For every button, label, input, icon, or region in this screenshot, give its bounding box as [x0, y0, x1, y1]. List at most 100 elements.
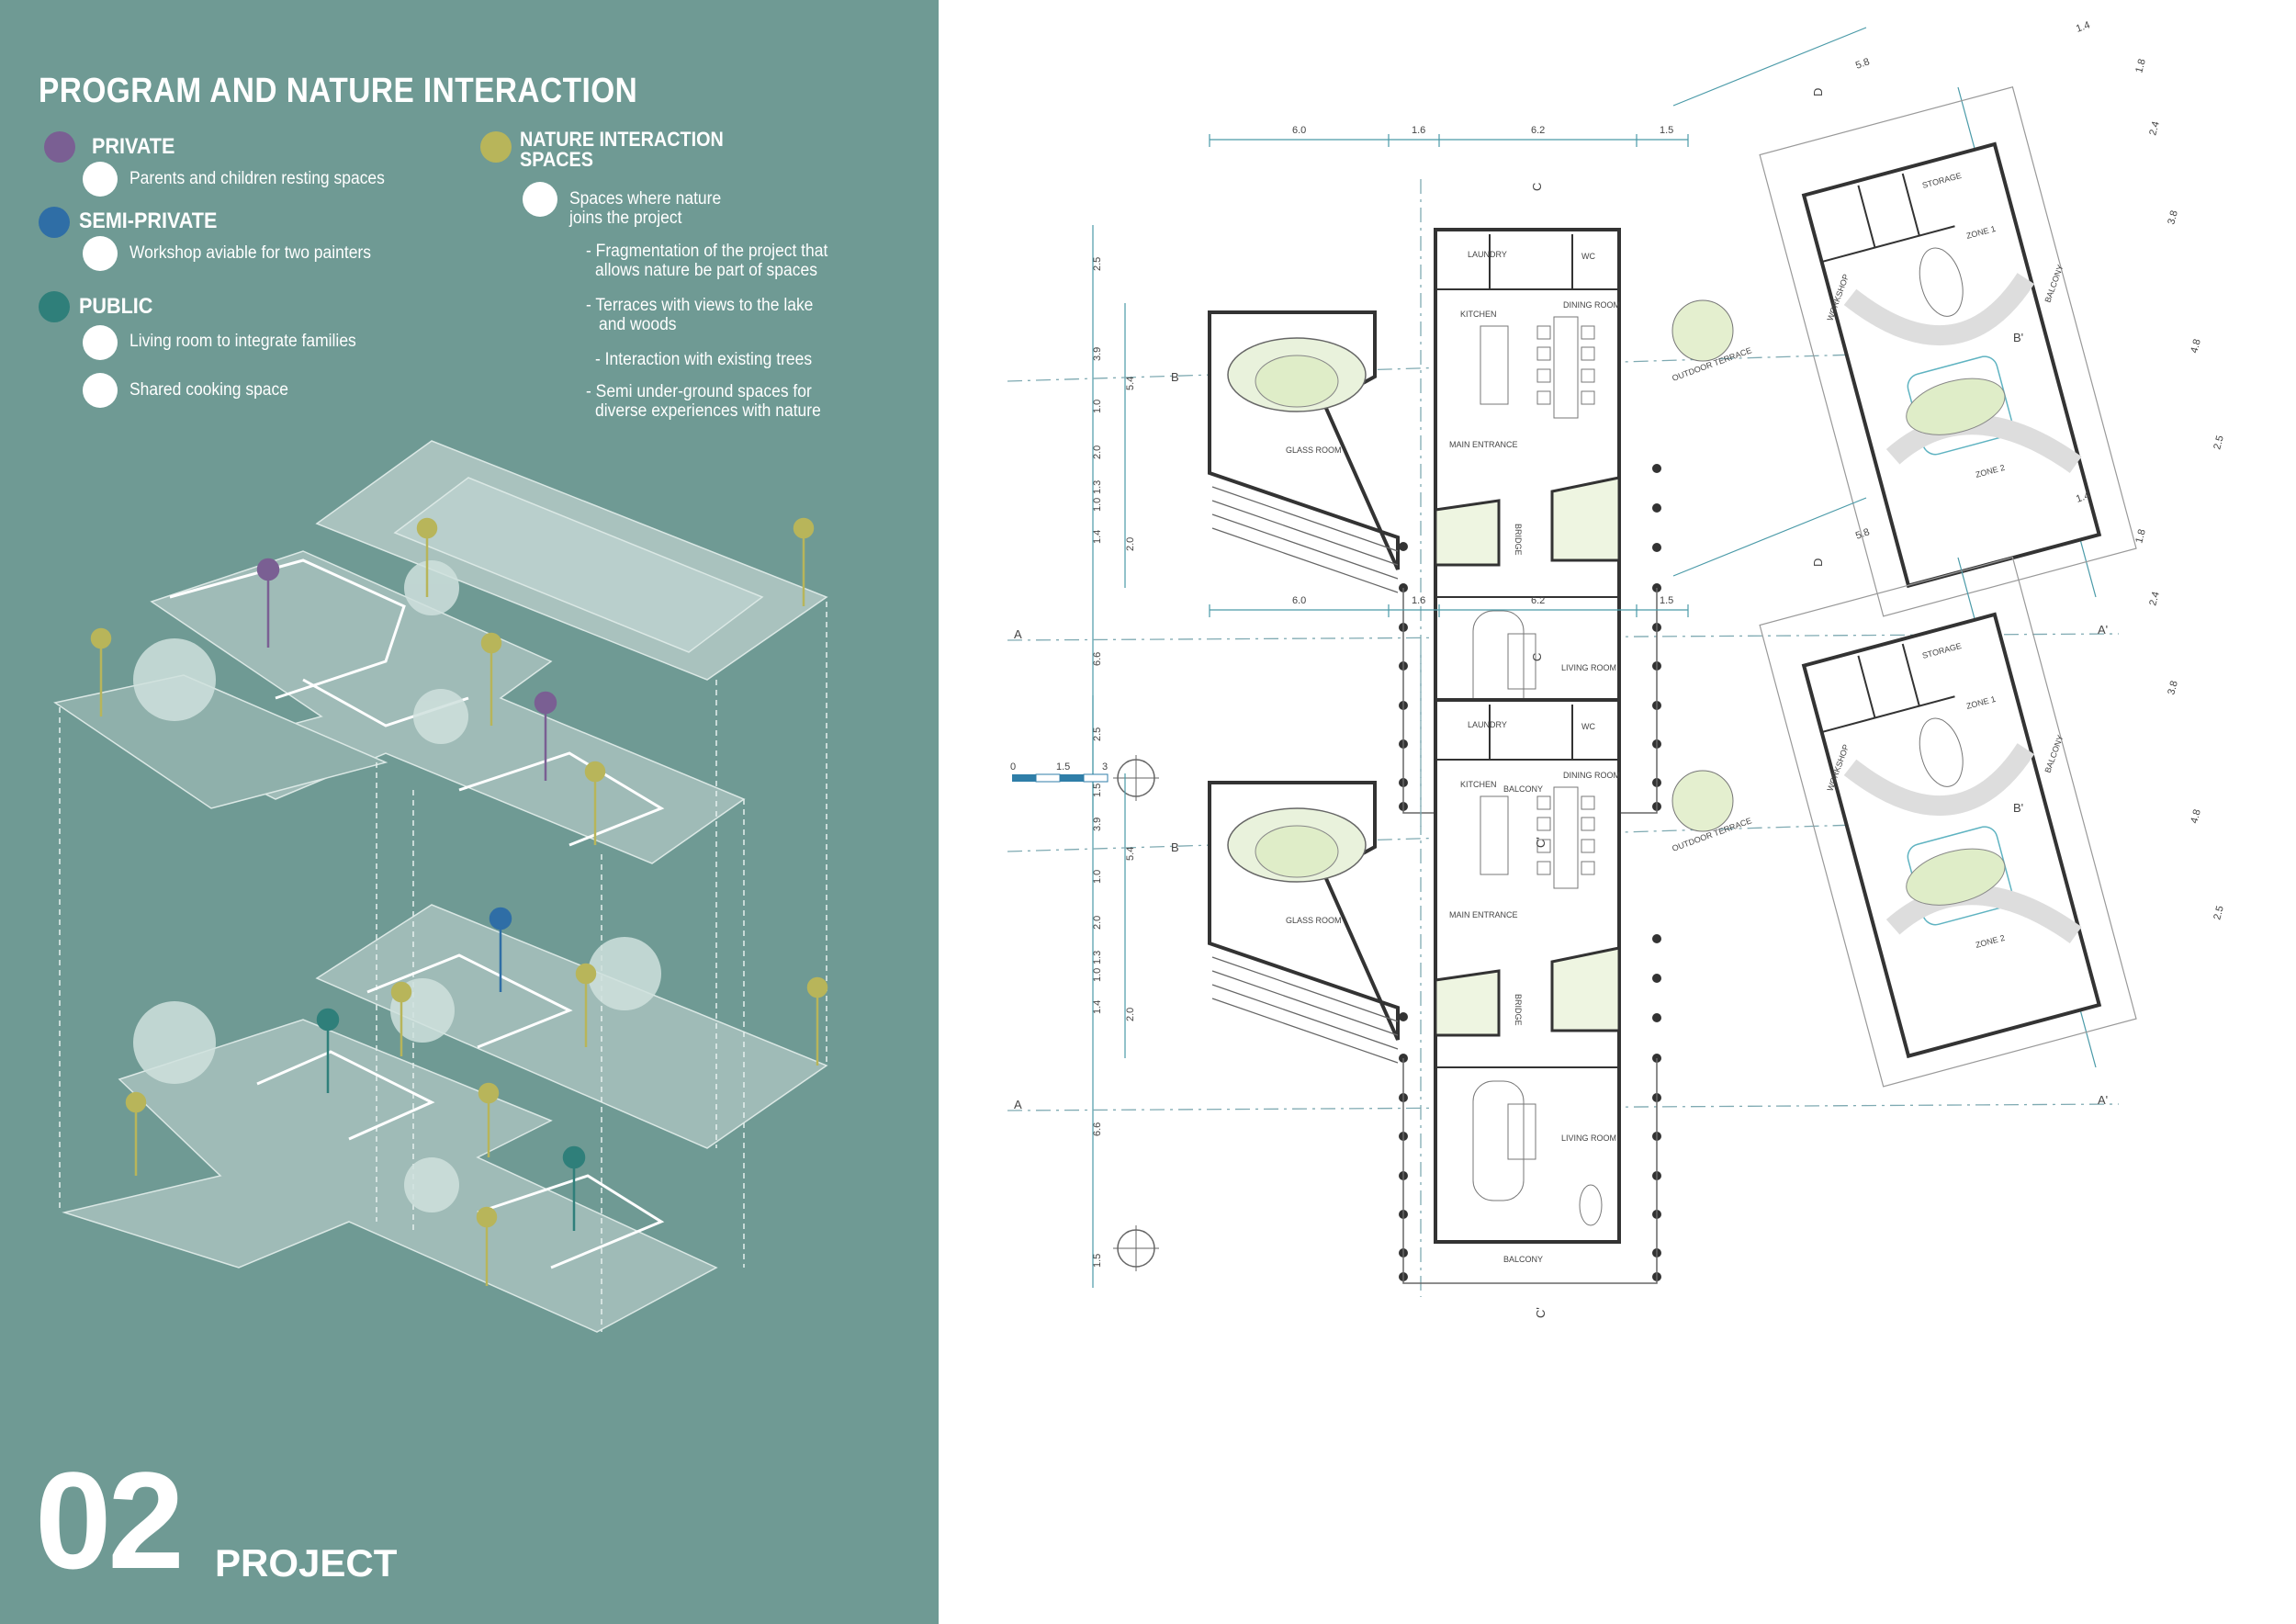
section-mark: C' — [1534, 1307, 1548, 1318]
room-label: GLASS ROOM — [1286, 916, 1342, 925]
private-label: PRIVATE — [92, 134, 175, 159]
room-label: MAIN ENTRANCE — [1449, 440, 1518, 449]
dimension-label: 2.5 — [1092, 257, 1103, 271]
palette-icon — [83, 236, 118, 271]
dimension-label: 6.0 — [1292, 125, 1306, 136]
semi-private-label: SEMI-PRIVATE — [79, 209, 218, 233]
room-label: BALCONY — [2043, 734, 2065, 774]
dimension-label: 1.5 — [1092, 1254, 1103, 1268]
room-label: LIVING ROOM — [1561, 1133, 1616, 1143]
nature-pin — [584, 761, 606, 783]
dimension-label: 6.2 — [1531, 595, 1545, 606]
room-label: BALCONY — [2043, 264, 2065, 304]
room-label: MAIN ENTRANCE — [1449, 910, 1518, 919]
leaf-icon — [523, 182, 557, 217]
dimension-label: 2.0 — [1125, 537, 1136, 551]
section-mark: B — [1171, 840, 1179, 854]
nature-desc: Spaces where nature — [569, 189, 722, 209]
room-label: BRIDGE — [1514, 994, 1523, 1026]
nature-pin — [476, 1206, 498, 1228]
dimension-label: 2.5 — [1092, 727, 1103, 741]
nature-pin — [478, 1082, 500, 1104]
section-mark: B' — [2013, 331, 2023, 344]
room-label: BALCONY — [1503, 1255, 1543, 1264]
dimension-label: 1.0 — [1092, 400, 1103, 413]
dimension-label: 1.5 — [1092, 784, 1103, 797]
stove-icon — [83, 373, 118, 408]
public-label: PUBLIC — [79, 294, 153, 319]
section-mark: A' — [2098, 623, 2108, 637]
public-item: Living room to integrate families — [129, 332, 356, 351]
sofa-icon — [83, 325, 118, 360]
section-mark: C' — [1534, 837, 1548, 848]
dimension-label: 2.0 — [1092, 916, 1103, 930]
room-label: WC — [1581, 722, 1595, 731]
room-label: KITCHEN — [1460, 780, 1497, 789]
nature-pin — [806, 976, 828, 998]
section-mark: B' — [2013, 801, 2023, 815]
dimension-label: 1.0 — [1092, 870, 1103, 884]
dimension-label: 4.8 — [2189, 808, 2203, 825]
dimension-label: 1.4 — [1092, 530, 1103, 544]
room-label: WC — [1581, 252, 1595, 261]
room-label: GLASS ROOM — [1286, 445, 1342, 455]
section-mark: A — [1014, 627, 1022, 641]
dimension-label: 4.8 — [2189, 338, 2203, 355]
dimension-label: 1.4 — [1092, 1000, 1103, 1014]
dimension-label: 1.5 — [1660, 125, 1673, 136]
svg-text:3: 3 — [1102, 761, 1108, 773]
nature-bullet: and woods — [599, 315, 677, 334]
nature-bullet: - Interaction with existing trees — [595, 350, 813, 369]
tree — [588, 937, 661, 1010]
section-mark: C — [1530, 183, 1544, 191]
dimension-label: 6.6 — [1092, 652, 1103, 666]
svg-text:0: 0 — [1010, 761, 1016, 773]
scale-bar: 0 1.5 3 — [1010, 761, 1109, 783]
tree — [133, 1001, 216, 1084]
nature-color-dot — [480, 131, 512, 163]
dimension-label: 2.4 — [2147, 591, 2162, 607]
dimension-label: 5.4 — [1125, 847, 1136, 861]
private-color-dot — [44, 131, 75, 163]
room-label: DINING ROOM — [1563, 771, 1620, 780]
room-label: DINING ROOM — [1563, 300, 1620, 310]
dimension-label: 1.0 — [1092, 968, 1103, 982]
nature-pin — [125, 1091, 147, 1113]
project-label: PROJECT — [215, 1541, 398, 1585]
nature-label: SPACES — [520, 148, 593, 171]
dimension-label: 5.8 — [1854, 526, 1871, 542]
semi-private-color-dot — [39, 207, 70, 238]
private-item: Parents and children resting spaces — [129, 169, 385, 188]
dimension-label: 1.8 — [2133, 58, 2148, 74]
bed-icon — [83, 162, 118, 197]
dimension-label: 1.0 — [1092, 498, 1103, 512]
floor-plans: 0 1.5 3 6.01.66.21.52.53.95.41.02.01.31.… — [939, 0, 2226, 1318]
dimension-label: 3.8 — [2166, 680, 2180, 696]
semi-private-pin — [489, 907, 512, 930]
dimension-label: 3.8 — [2166, 209, 2180, 226]
lower-terrace-slab — [315, 904, 828, 1149]
dimension-label: 2.5 — [2212, 905, 2226, 921]
nature-pin — [480, 632, 502, 654]
dimension-label: 6.0 — [1292, 595, 1306, 606]
room-label: KITCHEN — [1460, 310, 1497, 319]
dimension-label: 1.5 — [1660, 595, 1673, 606]
section-mark: A' — [2098, 1093, 2108, 1107]
section-mark: D — [1811, 558, 1825, 567]
tree — [404, 560, 459, 615]
lower-level-slab — [62, 1019, 718, 1333]
section-mark: D — [1811, 88, 1825, 96]
nature-bullet: diverse experiences with nature — [595, 401, 821, 421]
project-number: 02 — [35, 1443, 185, 1597]
nature-pin — [793, 517, 815, 539]
private-pin — [534, 691, 557, 715]
public-color-dot — [39, 291, 70, 322]
nature-pin — [416, 517, 438, 539]
room-label: BRIDGE — [1514, 524, 1523, 556]
nature-pin — [90, 627, 112, 649]
program-panel: PROGRAM AND NATURE INTERACTION PRIVATE P… — [0, 0, 939, 1624]
dimension-label: 5.8 — [1854, 56, 1871, 72]
dimension-label: 2.5 — [2212, 434, 2226, 451]
dimension-label: 1.6 — [1412, 125, 1425, 136]
section-mark: A — [1014, 1098, 1022, 1111]
